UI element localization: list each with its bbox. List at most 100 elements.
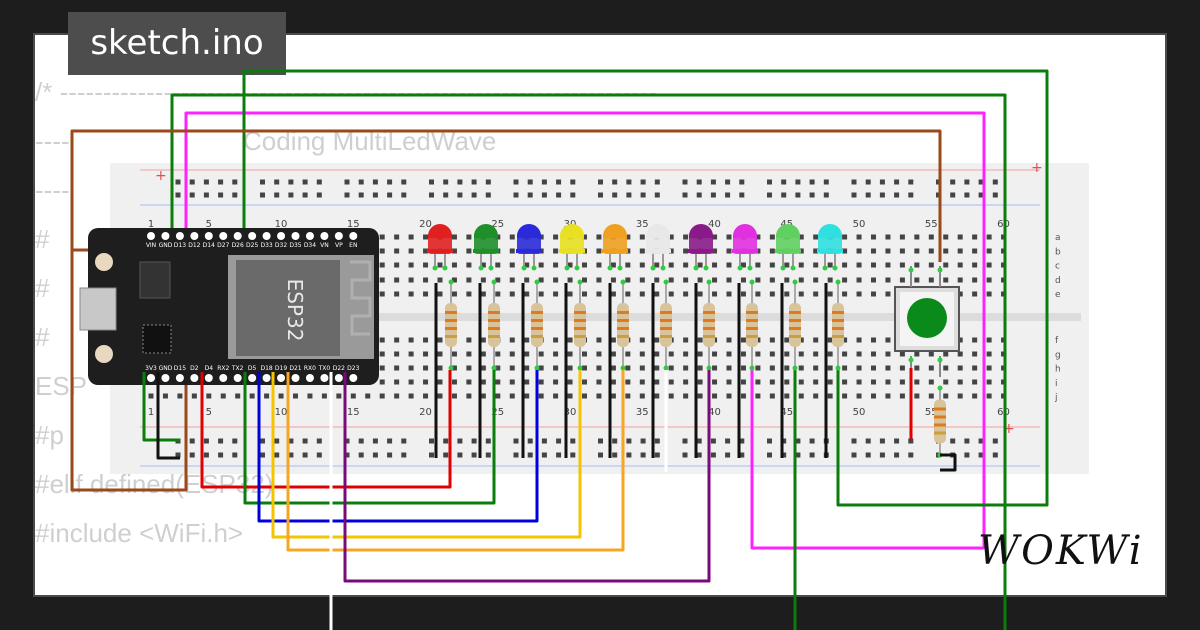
breadboard-hole — [451, 393, 457, 399]
breadboard-hole — [596, 337, 602, 343]
breadboard-hole — [553, 337, 559, 343]
breadboard-hole — [914, 393, 920, 399]
rail-hole — [372, 192, 378, 198]
breadboard-hole — [423, 277, 429, 283]
rail-hole — [189, 179, 195, 185]
rail-hole — [795, 438, 801, 444]
breadboard-hole — [697, 351, 703, 357]
breadboard-hole — [798, 365, 804, 371]
rail-hole — [541, 438, 547, 444]
breadboard-hole — [957, 248, 963, 254]
breadboard-hole — [784, 351, 790, 357]
led-pin-dot — [780, 265, 786, 271]
rail-hole — [401, 452, 407, 458]
rail-hole — [682, 452, 688, 458]
breadboard-hole — [639, 234, 645, 240]
led-rim — [775, 249, 801, 253]
breadboard-hole — [495, 379, 501, 385]
breadboard-hole — [567, 365, 573, 371]
push-button[interactable] — [894, 266, 960, 377]
breadboard-hole — [582, 379, 587, 385]
led-rim — [602, 249, 628, 253]
rail-hole — [570, 452, 576, 458]
pin-label: D14 — [203, 242, 215, 249]
breadboard-hole — [842, 393, 848, 399]
breadboard-hole — [495, 277, 501, 283]
rail-hole — [485, 438, 491, 444]
breadboard-hole — [654, 393, 660, 399]
rail-hole — [964, 192, 970, 198]
breadboard-hole — [769, 248, 775, 254]
breadboard-hole — [755, 234, 761, 240]
breadboard-hole — [408, 379, 414, 385]
breadboard-hole — [437, 337, 443, 343]
breadboard-hole — [856, 393, 862, 399]
rail-hole — [344, 179, 350, 185]
rail-hole — [809, 179, 815, 185]
breadboard-hole — [177, 393, 183, 399]
rail-hole — [232, 438, 238, 444]
pin-label: D13 — [174, 242, 186, 249]
breadboard-hole — [654, 262, 660, 268]
rail-hole — [682, 179, 688, 185]
resistor-band — [531, 335, 543, 338]
breadboard-hole — [813, 234, 819, 240]
rail-hole — [541, 452, 547, 458]
breadboard-hole — [509, 379, 515, 385]
antenna-trace — [350, 260, 372, 336]
resistor-band — [789, 327, 801, 330]
breadboard-hole — [957, 351, 963, 357]
breadboard-hole — [972, 337, 978, 343]
column-number: 25 — [491, 219, 504, 230]
breadboard-hole — [567, 291, 573, 297]
chip-label: ESP32 — [283, 279, 307, 342]
regulator — [139, 261, 171, 299]
rail-hole — [725, 452, 731, 458]
pin-label: VN — [320, 242, 329, 249]
breadboard-hole — [639, 248, 645, 254]
led-pin-dot — [564, 265, 570, 271]
rail-hole — [654, 192, 660, 198]
breadboard-hole — [379, 351, 385, 357]
pin-label: VP — [335, 242, 343, 249]
pin-label: D27 — [217, 242, 229, 249]
rail-hole — [710, 179, 716, 185]
breadboard-hole — [668, 379, 674, 385]
file-tab[interactable]: sketch.ino — [68, 12, 286, 75]
breadboard-hole — [423, 351, 429, 357]
resistor-band — [660, 335, 672, 338]
rail-hole — [457, 179, 463, 185]
pin-label: D4 — [205, 365, 214, 372]
breadboard-hole — [610, 351, 616, 357]
resistor-body — [660, 303, 672, 347]
led-dome — [428, 224, 452, 238]
rail-hole — [879, 192, 885, 198]
breadboard-hole — [278, 393, 284, 399]
rail-hole — [851, 438, 857, 444]
reset-button — [95, 345, 113, 363]
esp32-pin — [233, 232, 242, 240]
breadboard-hole — [986, 248, 992, 254]
rail-hole — [710, 192, 716, 198]
led — [516, 224, 542, 271]
led-row[interactable] — [427, 224, 843, 271]
breadboard-hole — [683, 351, 689, 357]
rail-hole — [429, 452, 434, 458]
breadboard-hole — [582, 351, 587, 357]
breadboard-hole — [885, 277, 891, 283]
resistor-pin-dot — [577, 365, 583, 371]
rail-hole — [894, 192, 900, 198]
column-number: 40 — [708, 219, 721, 230]
breadboard-hole — [538, 234, 544, 240]
breadboard-hole — [697, 337, 703, 343]
breadboard-hole — [986, 277, 992, 283]
rail-hole — [527, 438, 533, 444]
esp32-pin — [320, 374, 329, 382]
breadboard-hole — [856, 248, 862, 254]
rail-hole — [541, 192, 547, 198]
breadboard-hole — [712, 262, 718, 268]
esp32-pin — [147, 374, 155, 382]
resistor-pin-dot — [749, 279, 755, 285]
